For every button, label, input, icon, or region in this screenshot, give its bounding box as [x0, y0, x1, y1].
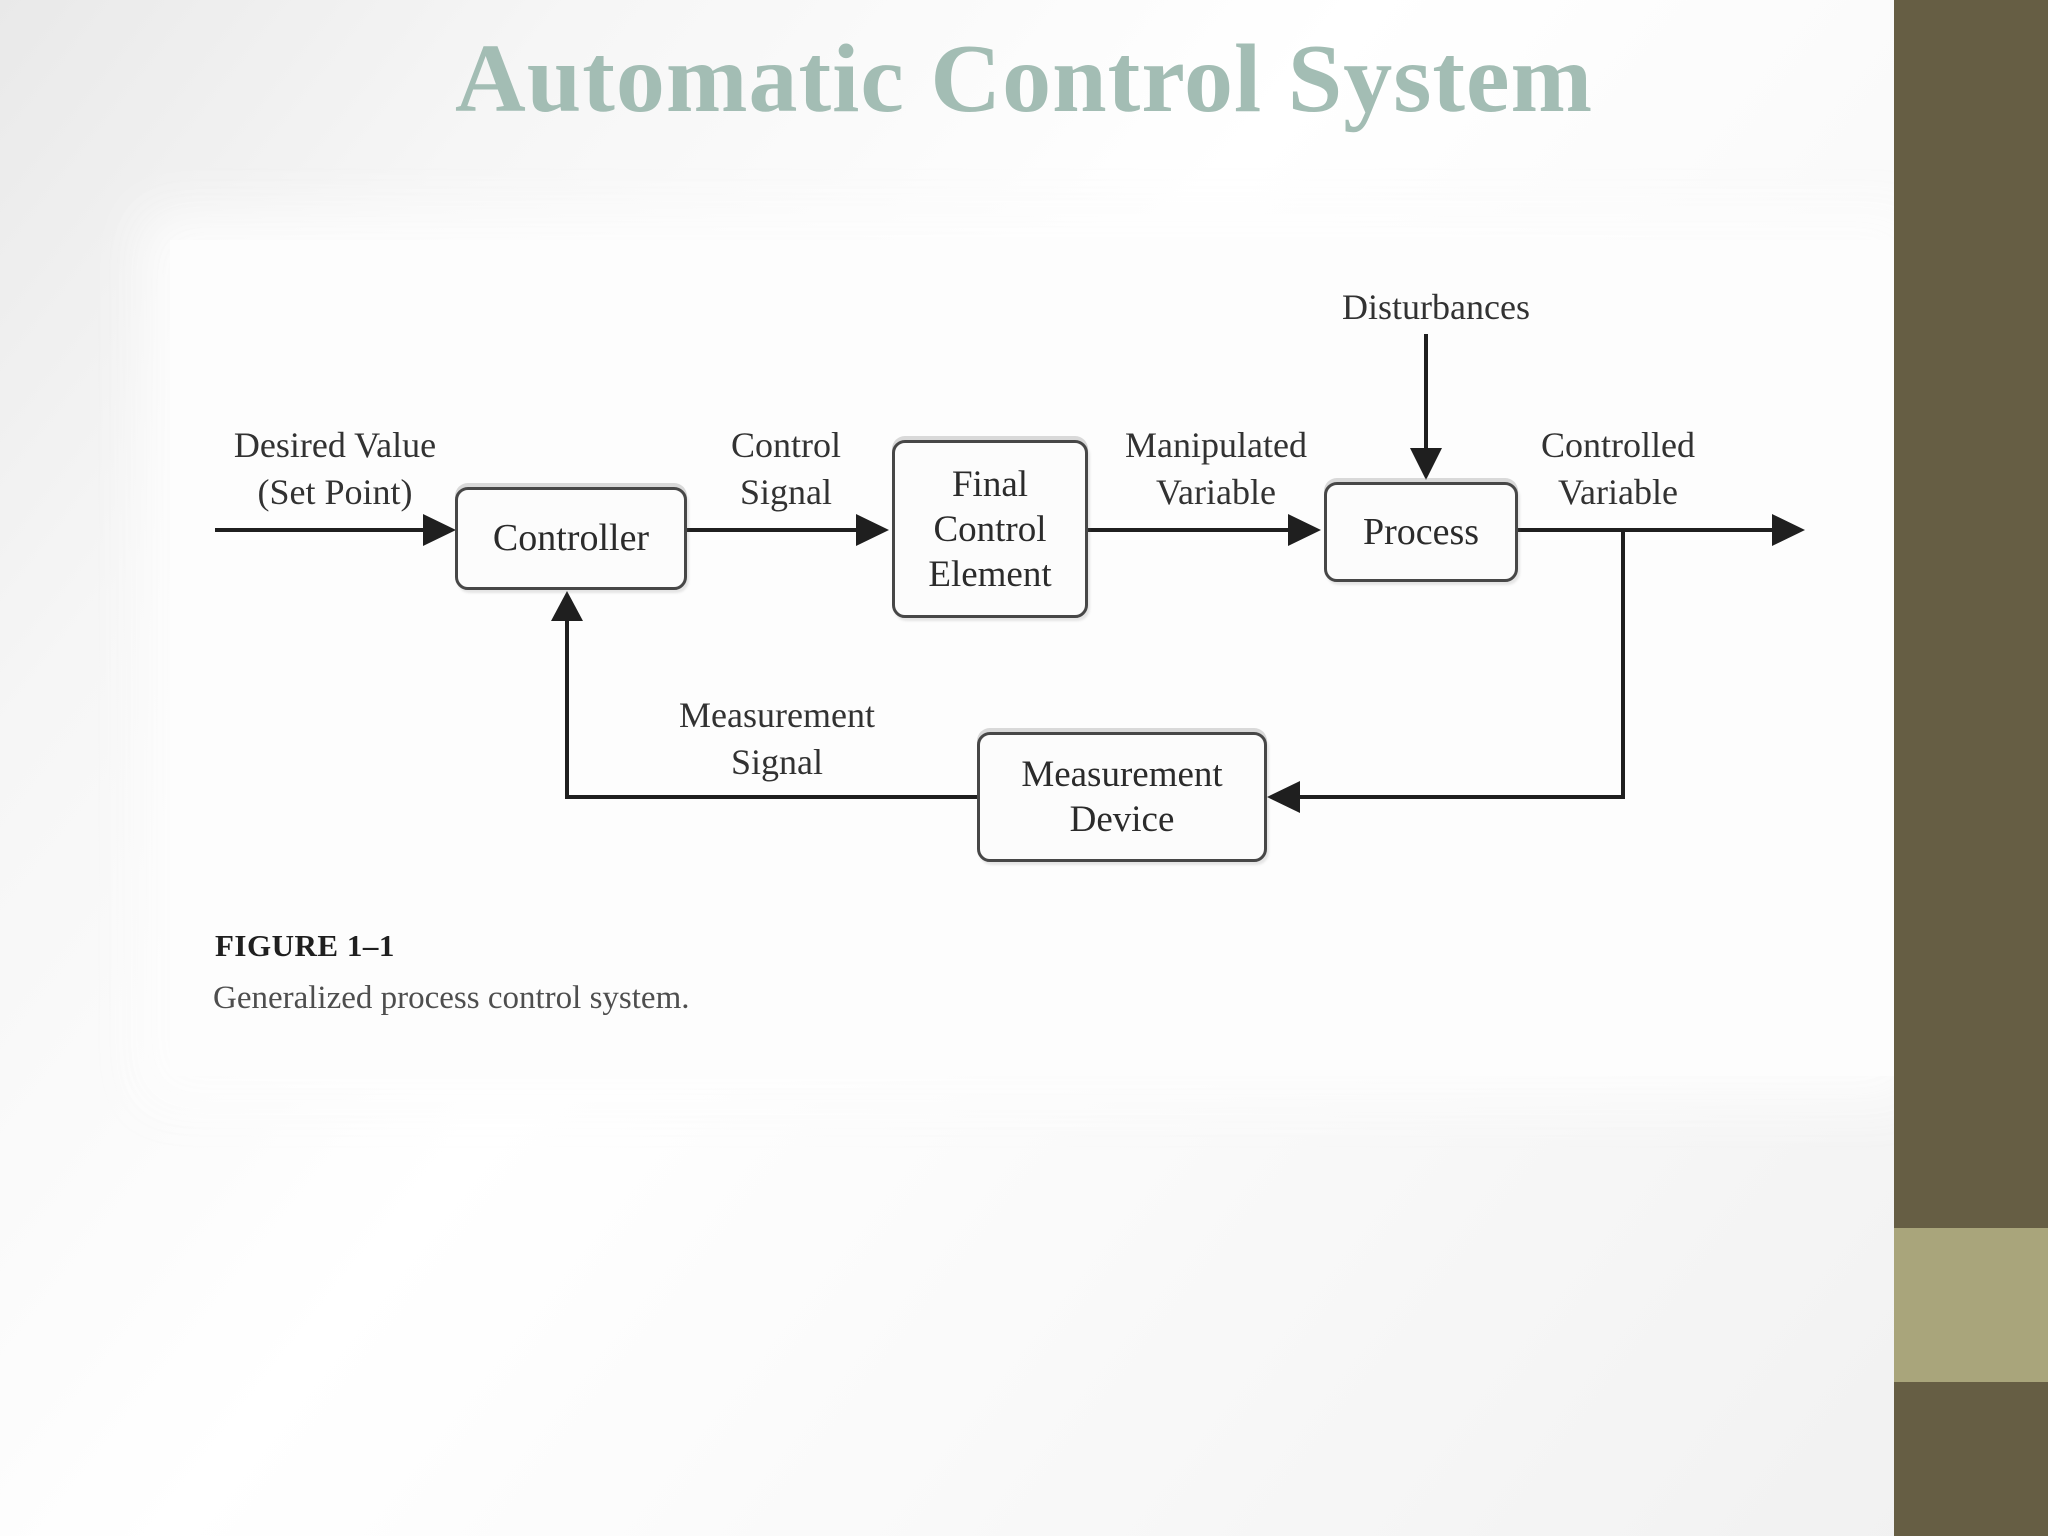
arrowhead-disturbance-into-process [1410, 448, 1442, 480]
label-control-signal-line2: Signal [739, 472, 832, 512]
line-controller-to-fce [687, 528, 856, 532]
line-process-output [1518, 528, 1772, 532]
arrowhead-into-controller-bottom [551, 591, 583, 621]
label-control-signal-line1: Control [730, 425, 841, 465]
figure-caption-description: Generalized process control system. [213, 980, 690, 1016]
label-measurement-signal: Measurement Signal [654, 692, 900, 786]
figure-caption-label: FIGURE 1–1 [215, 928, 395, 963]
controller-block-label: Controller [492, 517, 650, 559]
label-controlled-variable: Controlled Variable [1505, 422, 1731, 516]
label-control-signal: Control Signal [690, 422, 882, 516]
process-block: Process [1324, 482, 1518, 582]
label-disturbances-text: Disturbances [1342, 287, 1530, 327]
controller-block: Controller [455, 487, 687, 590]
measurement-device-label-line1: Measurement [1021, 754, 1223, 795]
arrowhead-into-process [1288, 514, 1321, 546]
measurement-device-label-line2: Device [1069, 799, 1175, 840]
arrowhead-into-controller [423, 514, 456, 546]
line-fce-to-process [1088, 528, 1288, 532]
label-desired-value: Desired Value (Set Point) [185, 422, 485, 516]
line-feedback-right [1297, 795, 1625, 799]
label-manipulated-variable-line2: Variable [1156, 472, 1276, 512]
label-desired-value-line1: Desired Value [233, 425, 437, 465]
label-measurement-signal-line1: Measurement [679, 695, 875, 735]
label-manipulated-variable-line1: Manipulated [1125, 425, 1307, 465]
line-feedback-left [567, 795, 977, 799]
arrowhead-into-fce [856, 514, 889, 546]
label-manipulated-variable: Manipulated Variable [1096, 422, 1336, 516]
line-disturbance [1424, 334, 1428, 450]
fce-label-line2: Control [933, 508, 1047, 550]
label-desired-value-line2: (Set Point) [257, 472, 413, 512]
label-controlled-variable-line1: Controlled [1541, 425, 1695, 465]
line-feedback-up [565, 619, 569, 799]
arrowhead-output [1772, 514, 1805, 546]
line-setpoint-input [215, 528, 423, 532]
measurement-device-block: Measurement Device [977, 732, 1267, 862]
final-control-element-block: Final Control Element [892, 440, 1088, 618]
label-measurement-signal-line2: Signal [730, 742, 823, 782]
process-block-label: Process [1362, 510, 1480, 553]
fce-label-line3: Element [928, 553, 1052, 595]
sidebar-accent-band [1894, 1228, 2048, 1382]
fce-label-line1: Final [951, 463, 1029, 505]
diagram-background-panel [170, 240, 1894, 1076]
slide-title: Automatic Control System [455, 25, 1594, 133]
sidebar-accent-bar [1894, 0, 2048, 1536]
arrowhead-into-measurement-device [1267, 781, 1300, 813]
line-feedback-branch-down [1621, 528, 1625, 799]
label-disturbances: Disturbances [1316, 284, 1556, 331]
label-controlled-variable-line2: Variable [1558, 472, 1678, 512]
